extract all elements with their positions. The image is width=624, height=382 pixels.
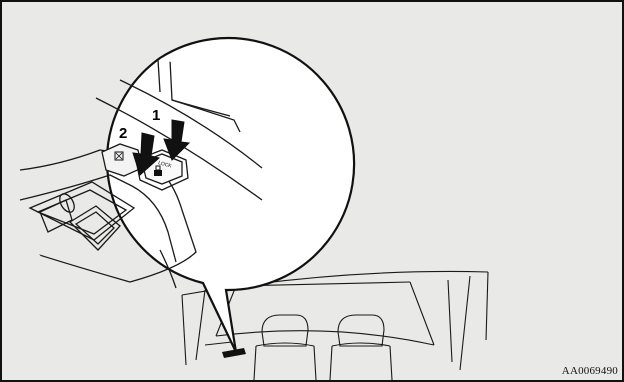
figure-reference-code: AA0069490 bbox=[562, 365, 618, 377]
callout-2: 2 bbox=[119, 125, 127, 142]
callout-1: 1 bbox=[152, 107, 160, 124]
